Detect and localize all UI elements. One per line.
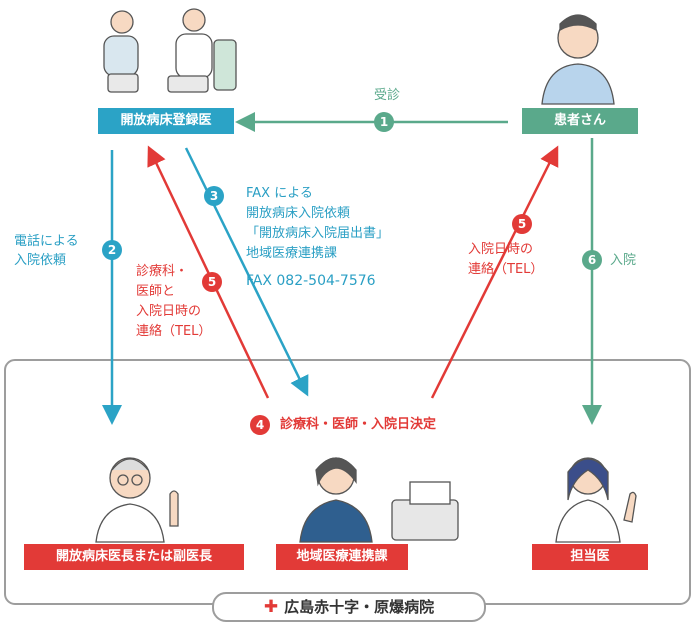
hospital-name-badge: ✚ 広島赤十字・原爆病院: [212, 592, 486, 622]
step-6-label: 入院: [610, 253, 637, 268]
step-5a-badge: 5: [202, 272, 222, 292]
step-3-fax-number: FAX 082-504-7576: [246, 273, 376, 289]
step-5b-badge: 5: [512, 214, 532, 234]
step-3-line4: 地域医療連携課: [246, 246, 338, 261]
patient-illustration: [541, 14, 615, 105]
step-5a-line3: 入院日時の: [136, 304, 202, 319]
step-2-badge: 2: [102, 240, 122, 260]
chief-doctor-illustration: [95, 457, 179, 543]
node-patient: 患者さん: [522, 108, 638, 134]
step-1-badge: 1: [374, 112, 394, 132]
step-2-line1: 電話による: [14, 234, 79, 249]
step-3-line2: 開放病床入院依頼: [246, 206, 351, 221]
step-1-label: 受診: [374, 88, 401, 103]
step-3-line3: 「開放病床入院届出書」: [246, 226, 390, 241]
step-3-line1: FAX による: [246, 186, 313, 201]
step-2-line2: 入院依頼: [14, 253, 67, 268]
step-5b-line1: 入院日時の: [468, 242, 534, 257]
step-3-badge: 3: [204, 186, 224, 206]
hospital-name: 広島赤十字・原爆病院: [284, 598, 435, 616]
step-5a-line2: 医師と: [136, 284, 176, 299]
step-5b-line2: 連絡（TEL）: [468, 262, 544, 277]
step-5a-line4: 連絡（TEL）: [136, 324, 212, 339]
arrow-5b: [430, 145, 559, 399]
node-registered-doctor: 開放病床登録医: [98, 108, 234, 134]
red-cross-icon: ✚: [263, 597, 279, 617]
step-5a-line1: 診療科・: [136, 264, 189, 279]
step-4-label: 診療科・医師・入院日決定: [280, 417, 437, 432]
doctor-patient-illustration: [103, 8, 237, 93]
step-4-badge: 4: [250, 415, 270, 435]
node-liaison-office: 地域医療連携課: [276, 544, 408, 570]
node-attending-doctor: 担当医: [532, 544, 648, 570]
step-6-badge: 6: [582, 250, 602, 270]
node-chief-doctor: 開放病床医長または副医長: [24, 544, 244, 570]
attending-doctor-illustration: [555, 457, 637, 543]
liaison-staff-illustration: [299, 457, 459, 543]
